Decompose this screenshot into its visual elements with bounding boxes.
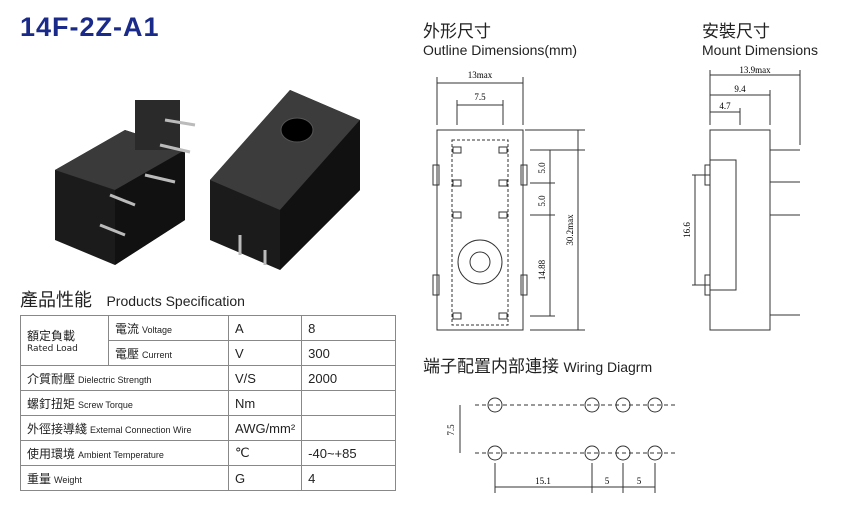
spec-unit: V (227, 340, 303, 366)
spec-unit: Nm (227, 390, 303, 416)
spec-heading-cn: 產品性能 (20, 290, 92, 311)
dim-v3: 14.88 (537, 259, 547, 280)
spec-unit: V/S (227, 365, 303, 391)
mount-heading: 安裝尺寸 Mount Dimensions (702, 17, 818, 58)
wiring-heading-cn: 端子配置内部連接 (423, 357, 559, 377)
spec-unit: A (227, 315, 303, 341)
wiring-dim-h3: 5 (637, 476, 642, 486)
wiring-heading: 端子配置内部連接 Wiring Diagrm (423, 352, 652, 377)
spec-heading: 產品性能 Products Specification (20, 286, 245, 312)
mount-dim-4: 16.6 (682, 222, 692, 238)
mount-dim-2: 9.4 (734, 84, 746, 94)
wiring-drawing: 7.5 15.1 5 5 (446, 397, 675, 493)
dim-v1: 5.0 (537, 162, 547, 174)
product-title: 14F-2Z-A1 (20, 12, 160, 42)
spec-unit: AWG/mm² (227, 415, 303, 441)
socket-photo-right (210, 90, 360, 270)
dim-width: 13max (468, 70, 493, 80)
spec-value: 8 (301, 315, 396, 341)
wiring-dim-h2: 5 (605, 476, 610, 486)
spec-unit: ℃ (227, 440, 303, 466)
rated-load-cell: 額定負載 Rated Load (20, 315, 109, 366)
wiring-dim-v: 7.5 (446, 424, 456, 436)
spec-value: 300 (301, 340, 396, 366)
rated-load-cn: 額定負載 (27, 329, 76, 343)
dim-height: 30.2max (565, 214, 575, 246)
spec-value: -40~+85 (301, 440, 396, 466)
wiring-dim-h1: 15.1 (535, 476, 551, 486)
outline-heading-cn: 外形尺寸 (423, 22, 491, 42)
spec-unit: G (227, 465, 303, 491)
mount-dim-3: 4.7 (719, 101, 731, 111)
rated-load-en: Rated Load (27, 344, 78, 354)
spec-value (301, 415, 396, 441)
outline-drawing: 13max 7.5 5.0 5.0 14.88 30.2max (432, 70, 585, 331)
spec-value: 4 (301, 465, 396, 491)
mount-drawing: 13.9max 9.4 4.7 16.6 (682, 65, 801, 331)
socket-photo-left (55, 100, 196, 265)
spec-value: 2000 (301, 365, 396, 391)
outline-heading: 外形尺寸 Outline Dimensions(mm) (423, 17, 577, 58)
outline-heading-en: Outline Dimensions(mm) (423, 42, 578, 58)
spec-heading-en: Products Specification (106, 293, 245, 309)
dim-v2: 5.0 (537, 195, 547, 207)
product-photos (55, 90, 360, 270)
mount-heading-en: Mount Dimensions (702, 42, 818, 58)
spec-value (301, 390, 396, 416)
mount-dim-1: 13.9max (739, 65, 771, 75)
wiring-heading-en: Wiring Diagrm (563, 359, 653, 375)
mount-heading-cn: 安裝尺寸 (702, 22, 770, 42)
dim-pitch: 7.5 (474, 92, 486, 102)
